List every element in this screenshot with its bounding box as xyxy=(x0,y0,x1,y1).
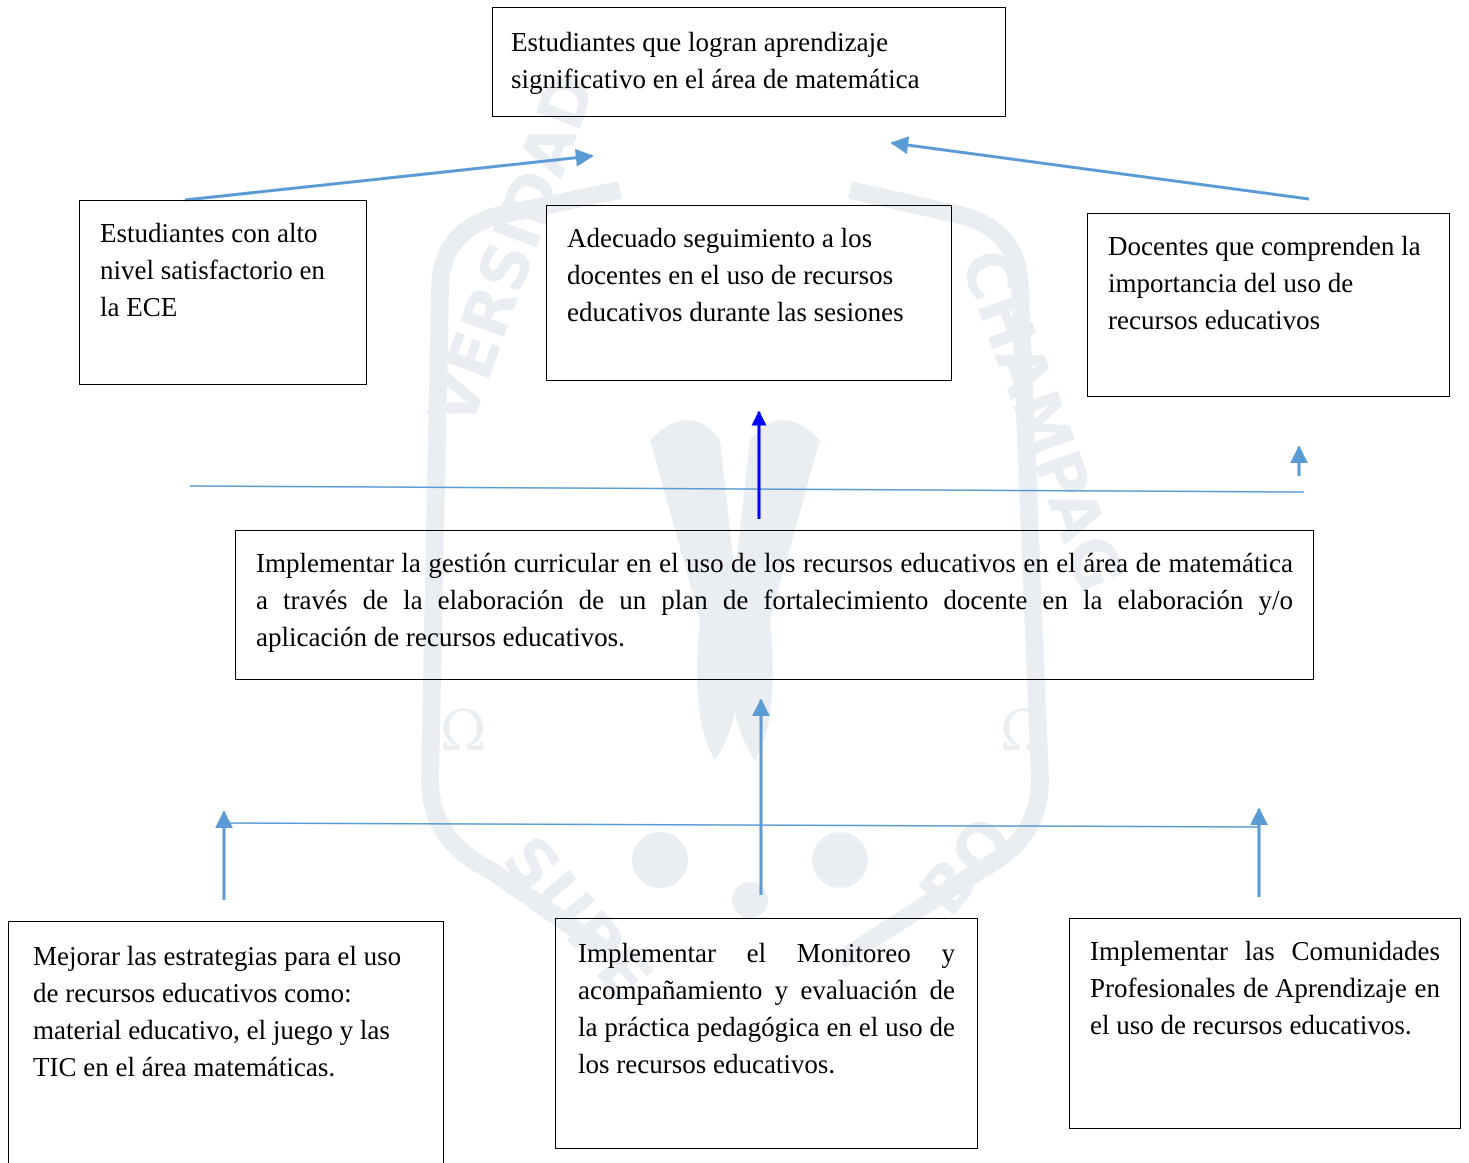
result-box-middle: Adecuado seguimiento a los docentes en e… xyxy=(546,205,952,381)
arrow-right-to-top xyxy=(890,136,1310,201)
svg-text:Ω: Ω xyxy=(1000,699,1046,764)
svg-text:BO: BO xyxy=(906,804,1029,931)
strategy-box-middle: Implementar el Monitoreo y acompañamient… xyxy=(555,918,978,1149)
strategy-middle-text: Implementar el Monitoreo y acompañamient… xyxy=(578,938,955,1079)
goal-box-top: Estudiantes que logran aprendizaje signi… xyxy=(492,7,1006,117)
result-left-text: Estudiantes con alto nivel satisfactorio… xyxy=(100,218,325,322)
goal-text: Estudiantes que logran aprendizaje signi… xyxy=(511,27,920,94)
main-objective-text: Implementar la gestión curricular en el … xyxy=(256,548,1293,652)
svg-text:Ω: Ω xyxy=(440,699,486,764)
horizontal-connector-lower xyxy=(223,822,1260,828)
strategy-right-text: Implementar las Comunidades Profesionale… xyxy=(1090,936,1440,1040)
strategy-box-left: Mejorar las estrategias para el uso de r… xyxy=(8,921,444,1163)
result-right-text: Docentes que comprenden la importancia d… xyxy=(1108,231,1421,335)
strategy-left-text: Mejorar las estrategias para el uso de r… xyxy=(33,941,402,1082)
result-box-right: Docentes que comprenden la importancia d… xyxy=(1087,213,1450,397)
horizontal-connector-upper xyxy=(189,485,1305,493)
strategy-box-right: Implementar las Comunidades Profesionale… xyxy=(1069,918,1461,1129)
arrow-left-to-top xyxy=(184,148,594,202)
main-objective-box: Implementar la gestión curricular en el … xyxy=(235,530,1314,680)
result-middle-text: Adecuado seguimiento a los docentes en e… xyxy=(567,223,904,327)
result-box-left: Estudiantes con alto nivel satisfactorio… xyxy=(79,200,367,385)
